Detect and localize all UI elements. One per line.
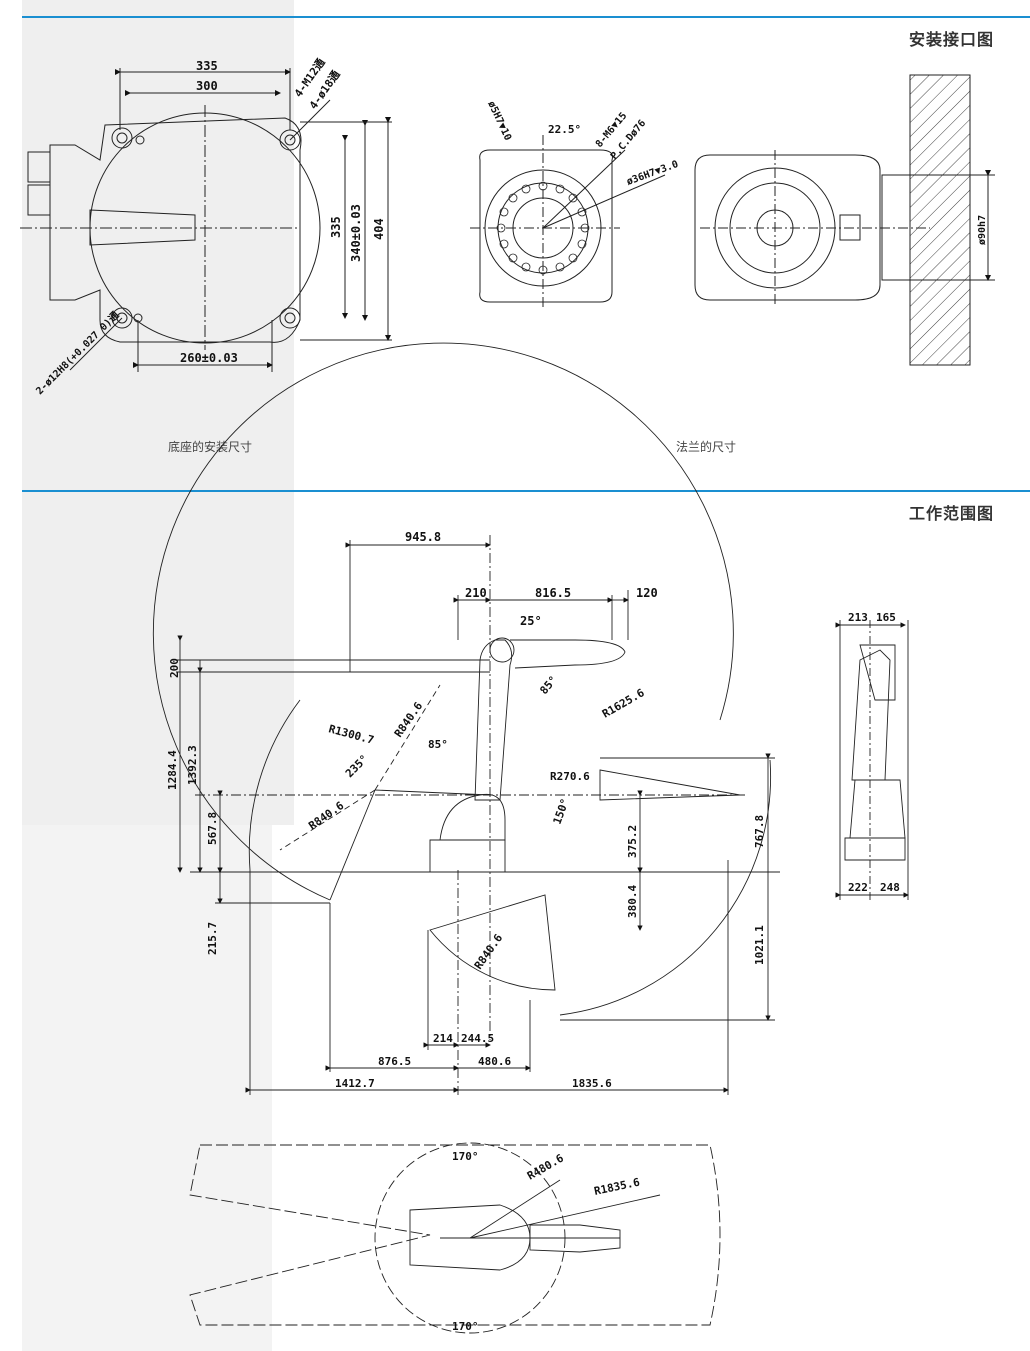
dim-base-300: 300 <box>196 79 218 93</box>
radius-270-6: R270.6 <box>550 770 590 783</box>
background-panel-bottom <box>22 825 272 1351</box>
dim-side-248: 248 <box>880 881 900 894</box>
angle-85-b: 85° <box>537 673 560 697</box>
dim-side-222: 222 <box>848 881 868 894</box>
angle-25: 25° <box>520 614 542 628</box>
dim-816-5: 816.5 <box>535 586 571 600</box>
angle-150: 150° <box>551 797 572 826</box>
dim-375-2: 375.2 <box>626 825 639 858</box>
radius-1835-6: R1835.6 <box>593 1176 641 1198</box>
dim-base-h335: 335 <box>329 216 343 238</box>
dim-base-h340: 340±0.03 <box>349 204 363 262</box>
angle-170-bottom: 170° <box>452 1320 479 1333</box>
dim-876-5: 876.5 <box>378 1055 411 1068</box>
radius-840-6-c: R840.6 <box>472 931 506 971</box>
dim-1835-6: 1835.6 <box>572 1077 612 1090</box>
caption-flange: 法兰的尺寸 <box>676 440 737 454</box>
dim-side-213: 213 <box>848 611 868 624</box>
dim-flange-22-5: 22.5° <box>548 123 581 136</box>
section-rule-install <box>22 16 1030 18</box>
section-title-install: 安装接口图 <box>908 30 994 49</box>
dim-480-6: 480.6 <box>478 1055 511 1068</box>
dim-214: 214 <box>433 1032 453 1045</box>
dim-flange-d5: ø5H7▼10 <box>485 100 513 143</box>
flange-drawing <box>470 74 995 366</box>
dim-244-5: 244.5 <box>461 1032 494 1045</box>
angle-235: 235° <box>343 752 371 780</box>
dim-200: 200 <box>168 658 181 678</box>
radius-840-6-b: R840.6 <box>306 799 346 833</box>
dim-flange-d36: ø36H7▼3.0 <box>625 159 680 188</box>
dim-1392-3: 1392.3 <box>186 745 199 785</box>
dim-215-7: 215.7 <box>206 922 219 955</box>
angle-85-a: 85° <box>428 738 448 751</box>
dim-1021-1: 1021.1 <box>753 925 766 965</box>
work-range-drawing <box>152 342 909 1095</box>
dim-1284-4: 1284.4 <box>166 750 179 790</box>
caption-base: 底座的安装尺寸 <box>168 440 253 454</box>
base-mounting-drawing <box>20 68 392 372</box>
dim-base-260: 260±0.03 <box>180 351 238 365</box>
dim-945-8: 945.8 <box>405 530 441 544</box>
top-view-drawing <box>189 1142 721 1334</box>
angle-170-top: 170° <box>452 1150 479 1163</box>
dim-side-165: 165 <box>876 611 896 624</box>
dim-210: 210 <box>465 586 487 600</box>
dim-767-8: 767.8 <box>753 815 766 848</box>
radius-480-6: R480.6 <box>525 1151 566 1182</box>
radius-1300-7: R1300.7 <box>327 722 375 747</box>
radius-840-6-a: R840.6 <box>392 699 426 739</box>
section-rule-workrange <box>22 490 1030 492</box>
dim-380-4: 380.4 <box>626 885 639 918</box>
dim-1412-7: 1412.7 <box>335 1077 375 1090</box>
dim-base-h404: 404 <box>372 218 386 240</box>
dim-flange-d90: ø90h7 <box>977 215 988 245</box>
dim-base-335: 335 <box>196 59 218 73</box>
radius-1625-6: R1625.6 <box>600 686 647 721</box>
dim-567-8: 567.8 <box>206 812 219 845</box>
dim-120: 120 <box>636 586 658 600</box>
dim-base-pin: 2-ø12H8(+0.027 0)通 <box>34 309 122 397</box>
section-title-workrange: 工作范围图 <box>908 504 994 523</box>
